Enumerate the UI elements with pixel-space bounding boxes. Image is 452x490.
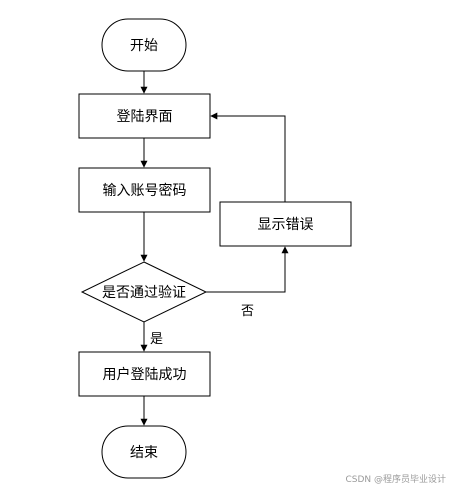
no-edge-label: 否 bbox=[241, 304, 254, 319]
input-credentials-box bbox=[78, 167, 211, 213]
decision-label: 是否通过验证 bbox=[102, 285, 186, 301]
yes-edge-label: 是 bbox=[150, 332, 163, 347]
arrow-decision-no-to-error bbox=[206, 246, 289, 293]
input-credentials-label: 输入账号密码 bbox=[103, 182, 187, 199]
csdn-watermark: CSDN @程序员毕业设计 bbox=[345, 473, 446, 485]
arrow-error-back-to-login bbox=[210, 112, 286, 202]
login-page-label: 登陆界面 bbox=[117, 109, 173, 125]
start-label: 开始 bbox=[130, 38, 158, 54]
end-terminator bbox=[101, 425, 187, 479]
login-page-box bbox=[78, 93, 211, 139]
show-error-box bbox=[219, 201, 352, 247]
show-error-label: 显示错误 bbox=[258, 217, 314, 233]
login-success-label: 用户登陆成功 bbox=[103, 366, 187, 383]
end-label: 结束 bbox=[130, 445, 158, 461]
